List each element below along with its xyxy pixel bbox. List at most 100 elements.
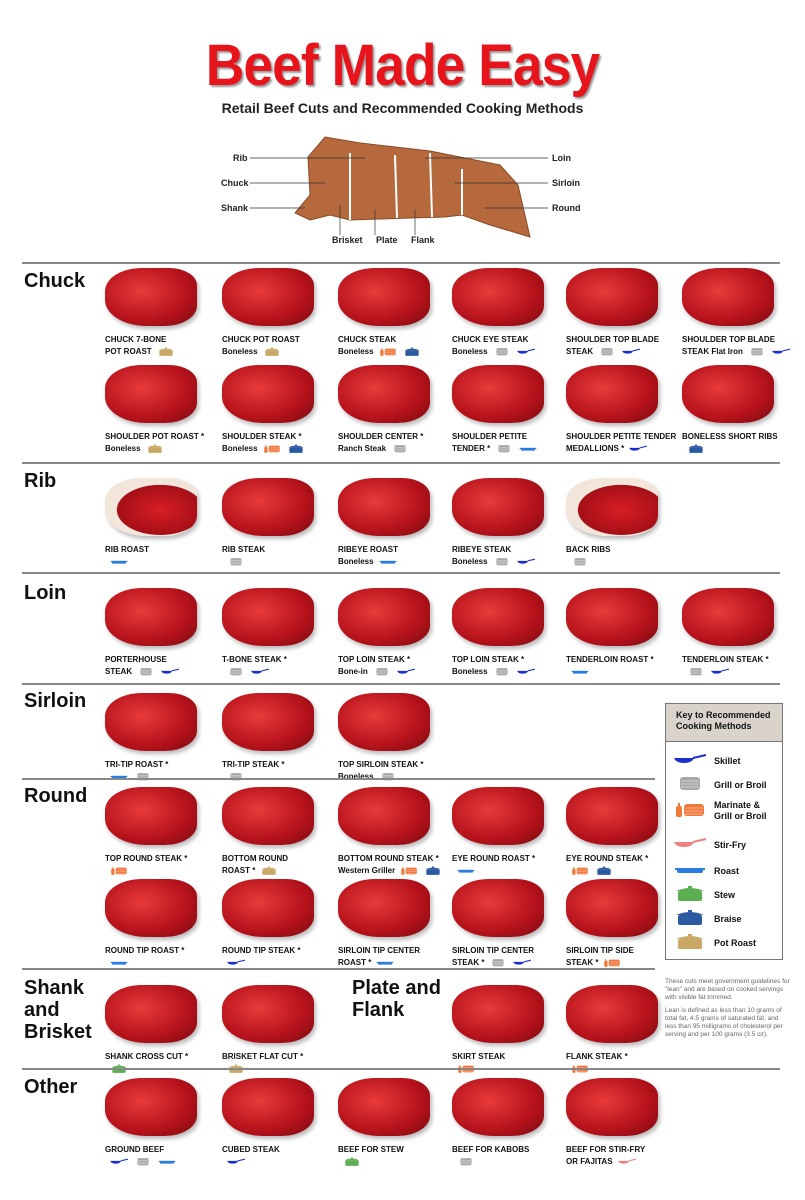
cut-image [222,879,314,937]
cut-detail [222,556,340,568]
cut-name: ROUND TIP ROAST * [105,946,185,955]
cut-item: SIRLOIN TIP CENTER STEAK * [452,879,570,969]
key-label: Marinate & Grill or Broil [714,800,767,821]
skillet-icon [226,957,246,969]
cut-item: SHOULDER STEAK *Boneless [222,365,340,455]
grill-icon [378,771,398,783]
cut-item: BRISKET FLAT CUT * [222,985,340,1075]
diagram-label-plate: Plate [376,235,398,245]
stew-icon [672,886,708,905]
lean-definition: Lean is defined as less than 10 grams of… [665,1007,783,1038]
grill-icon [492,556,512,568]
cut-image [452,1078,544,1136]
key-item: Stir-Fry [672,836,774,855]
cut-name: SHANK CROSS CUT * [105,1052,189,1061]
grill-icon [133,1156,153,1168]
section-divider [22,968,655,970]
cut-image [566,985,658,1043]
diagram-label-brisket: Brisket [332,235,363,245]
cut-subname: ROAST * [338,958,372,967]
cut-detail: Boneless [105,443,223,455]
cut-item: TRI-TIP STEAK * [222,693,340,783]
cut-image [222,478,314,536]
cut-item: SHANK CROSS CUT * [105,985,223,1075]
cut-name: TENDERLOIN ROAST * [566,655,654,664]
diagram-label-chuck: Chuck [221,178,249,188]
section-title-plate-flank: Plate and Flank [352,977,441,1021]
cow-silhouette [250,136,548,238]
cut-name: TOP LOIN STEAK * [452,655,525,664]
marinate-icon [262,443,282,455]
stir-fry-icon [672,836,708,855]
cut-name: BEEF FOR KABOBS [452,1145,530,1154]
cut-item: SHOULDER POT ROAST *Boneless [105,365,223,455]
cut-subname: POT ROAST [105,347,152,356]
skillet-icon [771,346,791,358]
cut-subname: MEDALLIONS * [566,444,625,453]
cut-name: TRI-TIP ROAST * [105,760,169,769]
key-item: Marinate & Grill or Broil [672,800,774,822]
cut-image [222,365,314,423]
braise-icon [286,443,306,455]
cut-name: SIRLOIN TIP CENTER [452,946,535,955]
cut-image [105,588,197,646]
diagram-label-round: Round [552,203,581,213]
cut-detail: STEAK * [452,957,570,969]
cut-detail: Boneless [338,346,456,358]
pot-roast-icon [145,443,165,455]
cut-detail: Boneless [222,346,340,358]
braise-icon [594,865,614,877]
cut-detail: Boneless [338,556,456,568]
lean-notes: These cuts meet government guidelines fo… [665,978,790,1044]
cut-image [105,693,197,751]
page-title: Beef Made Easy [205,33,600,98]
roast-icon [109,957,129,969]
cut-name: BONELESS SHORT RIBS [682,432,778,441]
grill-icon [747,346,767,358]
cut-name: TENDERLOIN STEAK * [682,655,769,664]
grill-icon [390,443,410,455]
cut-name: SIRLOIN TIP SIDE [566,946,634,955]
cut-subname: Ranch Steak [338,444,387,453]
grill-icon [488,957,508,969]
cut-detail [566,865,684,877]
cut-item: BEEF FOR STEW [338,1078,456,1168]
key-title: Key to Recommended Cooking Methods [666,704,782,742]
skillet-icon [226,1156,246,1168]
cut-name: EYE ROUND ROAST * [452,854,536,863]
cut-name: BEEF FOR STIR-FRY [566,1145,646,1154]
cut-name: CUBED STEAK [222,1145,280,1154]
roast-icon [518,443,538,455]
grill-icon [686,666,706,678]
cut-detail [566,556,684,568]
cut-image [452,787,544,845]
cut-name: CHUCK 7-BONE [105,335,167,344]
marinate-icon [109,865,129,877]
braise-icon [672,910,708,929]
cut-subname: STEAK [566,347,594,356]
cut-image [338,693,430,751]
skillet-icon [628,443,648,455]
stew-icon [342,1156,362,1168]
diagram-label-loin: Loin [552,153,571,163]
cut-image [338,1078,430,1136]
cut-item: TENDERLOIN ROAST * [566,588,684,678]
cut-item: FLANK STEAK * [566,985,684,1075]
skillet-icon [512,957,532,969]
cut-item: EYE ROUND STEAK * [566,787,684,877]
cut-detail: STEAK * [566,957,684,969]
cut-name: TOP ROUND STEAK * [105,854,188,863]
cut-detail: Boneless [338,771,456,783]
cut-image [566,588,658,646]
cut-item: BOTTOM ROUND STEAK *Western Griller [338,787,456,877]
pot-roast-icon [156,346,176,358]
cut-detail: Ranch Steak [338,443,456,455]
section-title-round: Round [24,785,88,807]
diagram-label-shank: Shank [221,203,249,213]
cut-image [566,1078,658,1136]
cut-image [105,787,197,845]
